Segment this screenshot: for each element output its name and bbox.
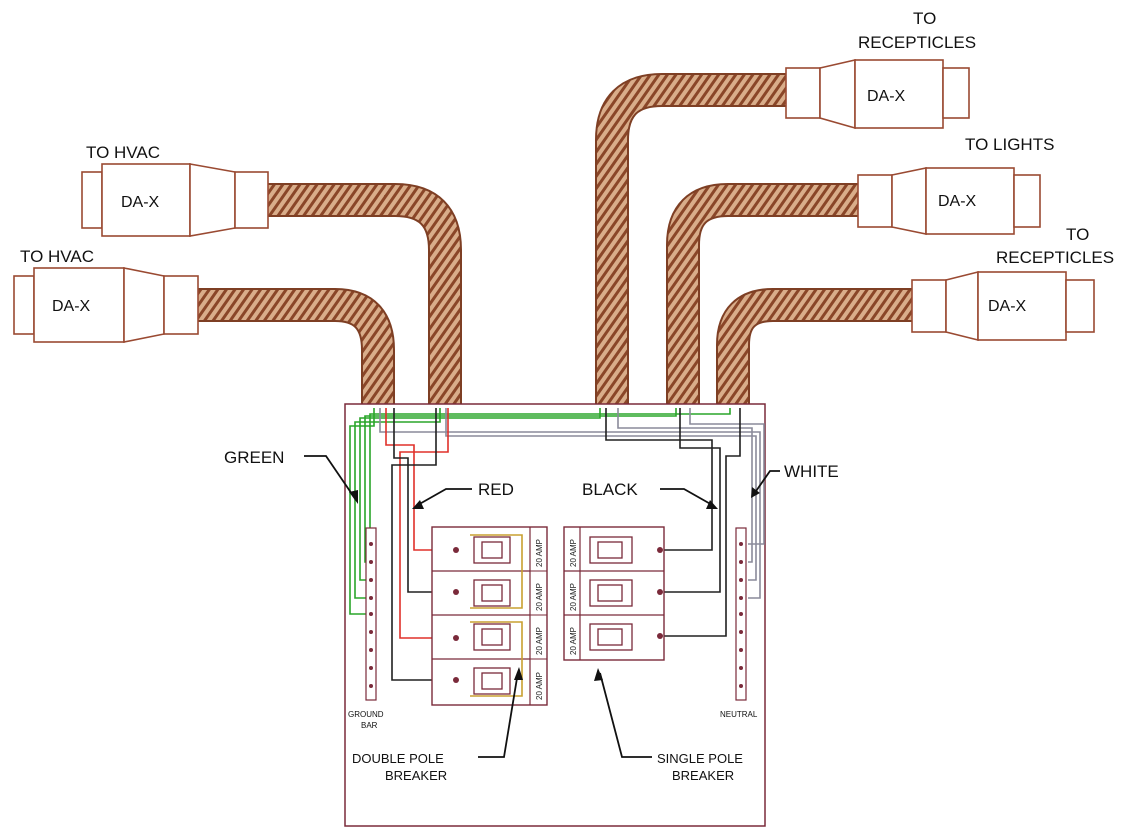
black-leader <box>660 488 715 507</box>
double-pole-rating-3: 20 AMP <box>535 627 544 655</box>
conduit-group <box>198 73 912 410</box>
dest-label-recep-right-2: RECEPTICLES <box>996 248 1114 267</box>
double-pole-rating-4: 20 AMP <box>535 672 544 700</box>
wire-label-white: WHITE <box>784 462 839 481</box>
connector-lights <box>857 167 1041 235</box>
wire-label-black: BLACK <box>582 480 638 499</box>
dest-label-hvac-1: TO HVAC <box>86 143 160 162</box>
connector-hvac-1 <box>81 163 269 237</box>
double-pole-label-1: DOUBLE POLE <box>352 751 444 766</box>
connector-label-recep-right: DA-X <box>988 298 1027 315</box>
ground-bar-label-1: GROUND <box>348 710 384 719</box>
black-wires <box>391 408 741 681</box>
single-pole-rating-1: 20 AMP <box>569 539 578 567</box>
wire-label-green: GREEN <box>224 448 284 467</box>
double-pole-rating-2: 20 AMP <box>535 583 544 611</box>
connector-recep-right <box>911 270 1095 342</box>
red-wires <box>385 408 455 639</box>
single-pole-leader <box>599 672 652 758</box>
wire-label-red: RED <box>478 480 514 499</box>
double-pole-label-2: BREAKER <box>385 768 447 783</box>
white-leader <box>753 470 780 495</box>
single-pole-breaker-block <box>563 526 665 661</box>
dest-label-hvac-2: TO HVAC <box>20 247 94 266</box>
single-pole-label-2: BREAKER <box>672 768 734 783</box>
ground-bar <box>365 527 377 701</box>
connector-label-hvac-1: DA-X <box>121 194 160 211</box>
callout-leaders <box>304 455 780 758</box>
double-pole-breaker-block <box>431 526 548 706</box>
wires <box>349 408 765 681</box>
dest-label-recep-top-2: RECEPTICLES <box>858 33 976 52</box>
neutral-bar <box>735 527 747 701</box>
single-pole-label-1: SINGLE POLE <box>657 751 743 766</box>
dest-label-recep-right-1: TO <box>1066 225 1089 244</box>
neutral-bar-label: NEUTRAL <box>720 710 758 719</box>
panel-box <box>344 403 766 827</box>
red-leader <box>415 488 472 507</box>
connector-hvac-2 <box>13 267 199 343</box>
single-pole-rating-2: 20 AMP <box>569 583 578 611</box>
white-wires <box>379 408 765 599</box>
double-pole-leader <box>478 671 519 758</box>
ground-bar-label-2: BAR <box>361 721 378 730</box>
double-pole-rating-1: 20 AMP <box>535 539 544 567</box>
callout-arrowheads <box>349 487 760 681</box>
dest-label-lights: TO LIGHTS <box>965 135 1054 154</box>
green-leader <box>304 455 357 501</box>
single-pole-rating-3: 20 AMP <box>569 627 578 655</box>
connector-label-recep-top: DA-X <box>867 88 906 105</box>
connector-label-lights: DA-X <box>938 193 977 210</box>
dest-label-recep-top-1: TO <box>913 9 936 28</box>
connector-recep-top <box>785 58 970 130</box>
connector-label-hvac-2: DA-X <box>52 298 91 315</box>
